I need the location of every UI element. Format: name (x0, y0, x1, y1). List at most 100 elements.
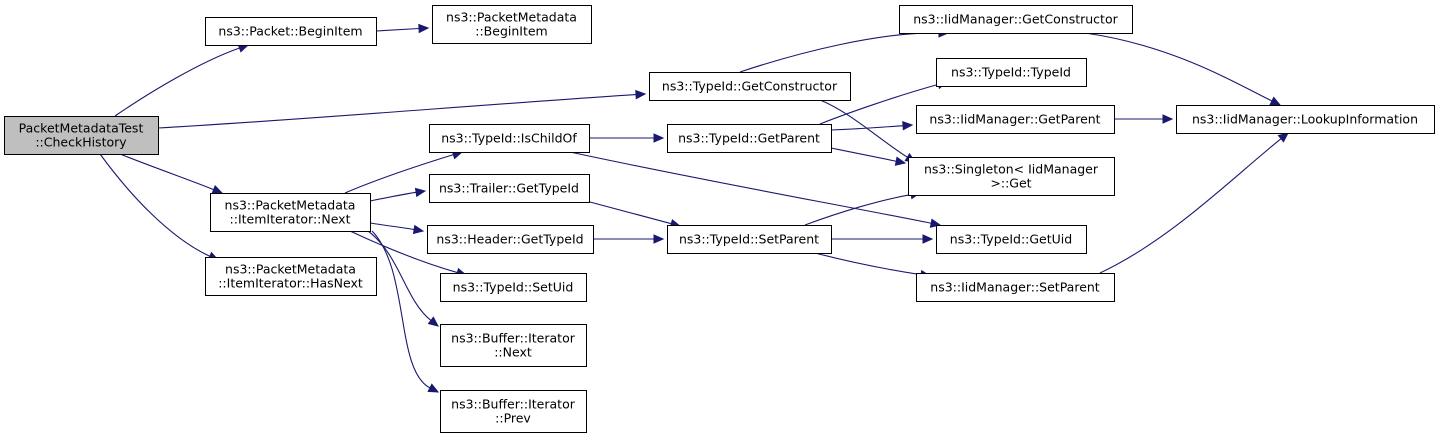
node-singleton_get[interactable]: ns3::Singleton< IidManager>::Get (908, 157, 1115, 196)
edge-line (819, 83, 939, 125)
edge-trailer_gettypeid-to-typeid_setparent (589, 201, 682, 229)
arrowhead (902, 120, 914, 131)
node-box (205, 257, 377, 296)
node-label: ns3::IidManager::LookupInformation (1192, 112, 1418, 127)
node-pm_beginitem[interactable]: ns3::PacketMetadata::BeginItem (432, 5, 592, 44)
node-label: ::ItemIterator::HasNext (218, 276, 363, 291)
node-box (429, 174, 590, 203)
node-typeid_getconstructor[interactable]: ns3::TypeId::GetConstructor (649, 72, 851, 101)
node-label: ns3::TypeId::IsChildOf (441, 131, 577, 146)
node-label: ns3::Singleton< IidManager (924, 162, 1099, 177)
node-label: ns3::Buffer::Iterator (451, 331, 576, 346)
node-label: ::CheckHistory (35, 135, 127, 150)
node-header_gettypeid[interactable]: ns3::Header::GetTypeId (427, 225, 594, 254)
node-iid_getconstructor[interactable]: ns3::IidManager::GetConstructor (899, 5, 1133, 34)
node-buffer_iterator_next[interactable]: ns3::Buffer::Iterator::Next (440, 324, 587, 367)
arrowhead (427, 316, 439, 327)
node-label: ns3::PacketMetadata (446, 10, 577, 25)
node-label: ns3::IidManager::GetParent (929, 112, 1100, 127)
edge-line (1084, 32, 1273, 102)
edge-line (114, 47, 240, 117)
node-iid_getparent[interactable]: ns3::IidManager::GetParent (916, 105, 1115, 134)
node-box (432, 5, 592, 44)
edge-iid_getparent-to-iid_lookupinformation (1113, 114, 1174, 124)
edge-line (819, 99, 908, 158)
node-box (916, 105, 1115, 134)
edge-pm_itemiterator_next-to-header_gettypeid (369, 222, 425, 235)
edge-line (99, 153, 211, 257)
edge-typeid_setparent-to-iid_setparent (814, 252, 932, 280)
node-iid_setparent[interactable]: ns3::IidManager::SetParent (916, 273, 1115, 302)
nodes-layer: PacketMetadataTest::CheckHistoryns3::Pac… (4, 5, 1435, 433)
node-label: ns3::IidManager::GetConstructor (913, 12, 1118, 27)
node-label: ns3::IidManager::SetParent (930, 280, 1100, 295)
node-box (916, 273, 1115, 302)
edge-line (119, 153, 214, 191)
node-label: ::Prev (495, 411, 531, 426)
node-label: ns3::Trailer::GetTypeId (439, 181, 579, 196)
node-label: ns3::Header::GetTypeId (436, 232, 583, 247)
node-trailer_gettypeid[interactable]: ns3::Trailer::GetTypeId (429, 174, 590, 203)
arrowhead (211, 185, 224, 194)
node-box (429, 124, 590, 153)
edge-typeid_ischildof-to-typeid_getparent (589, 133, 665, 143)
node-typeid_ischildof[interactable]: ns3::TypeId::IsChildOf (429, 124, 590, 153)
node-label: ns3::PacketMetadata (225, 262, 356, 277)
arrowhead (418, 23, 430, 34)
node-label: ::Next (494, 345, 532, 360)
node-box (649, 72, 851, 101)
node-iid_lookupinformation[interactable]: ns3::IidManager::LookupInformation (1176, 105, 1435, 134)
edge-line (1099, 138, 1282, 274)
node-buffer_iterator_prev[interactable]: ns3::Buffer::Iterator::Prev (440, 390, 587, 433)
node-label: ns3::PacketMetadata (225, 198, 356, 213)
node-label: ns3::Packet::BeginItem (218, 24, 362, 39)
edge-typeid_setparent-to-typeid_getuid (831, 234, 934, 244)
node-box (908, 157, 1115, 196)
edge-root-to-typeid_getconstructor (157, 89, 647, 129)
edge-typeid_getconstructor-to-iid_getconstructor (739, 28, 950, 73)
node-pm_itemiterator_hasnext[interactable]: ns3::PacketMetadata::ItemIterator::HasNe… (205, 257, 377, 296)
node-typeid_getparent[interactable]: ns3::TypeId::GetParent (667, 124, 832, 153)
node-label: ns3::TypeId::SetParent (679, 232, 819, 247)
edge-line (739, 32, 940, 73)
arrowhead (1269, 96, 1282, 106)
node-box (936, 225, 1087, 254)
edge-header_gettypeid-to-typeid_setparent (593, 234, 665, 244)
node-box (899, 5, 1133, 34)
edge-pm_itemiterator_next-to-buffer_iterator_prev (371, 230, 440, 393)
node-label: PacketMetadataTest (19, 121, 144, 136)
node-root[interactable]: PacketMetadataTest::CheckHistory (4, 116, 159, 155)
edge-typeid_getparent-to-iid_getparent (830, 120, 914, 131)
edge-line (589, 201, 672, 225)
edge-line (830, 125, 904, 131)
node-typeid_getuid[interactable]: ns3::TypeId::GetUid (936, 225, 1087, 254)
node-pm_itemiterator_next[interactable]: ns3::PacketMetadata::ItemIterator::Next (210, 193, 371, 232)
arrowhead (635, 89, 647, 100)
node-box (440, 324, 587, 367)
edge-pm_itemiterator_next-to-buffer_iterator_next (367, 230, 439, 327)
edge-iid_getconstructor-to-iid_lookupinformation (1084, 32, 1282, 106)
node-box (210, 193, 371, 232)
arrowhead (653, 133, 665, 143)
node-packet_beginitem[interactable]: ns3::Packet::BeginItem (205, 17, 377, 46)
edge-line (371, 230, 431, 389)
edge-pm_itemiterator_next-to-trailer_gettypeid (369, 187, 427, 202)
node-box (667, 124, 832, 153)
arrowhead (922, 234, 934, 244)
node-label: ns3::TypeId::TypeId (951, 65, 1071, 80)
edge-line (349, 230, 458, 274)
arrowhead (427, 383, 440, 393)
edge-line (369, 222, 415, 231)
edge-root-to-packet_beginitem (114, 43, 250, 117)
node-typeid_setparent[interactable]: ns3::TypeId::SetParent (667, 225, 832, 254)
edge-line (369, 191, 417, 202)
node-label: ns3::TypeId::GetParent (678, 131, 820, 146)
node-box (936, 58, 1087, 87)
edge-root-to-pm_itemiterator_hasnext (99, 153, 220, 261)
node-label: ns3::Buffer::Iterator (451, 397, 576, 412)
edge-line (344, 154, 454, 194)
node-typeid_typeid[interactable]: ns3::TypeId::TypeId (936, 58, 1087, 87)
node-typeid_setuid[interactable]: ns3::TypeId::SetUid (440, 273, 587, 302)
edge-typeid_ischildof-to-typeid_getuid (569, 151, 942, 228)
